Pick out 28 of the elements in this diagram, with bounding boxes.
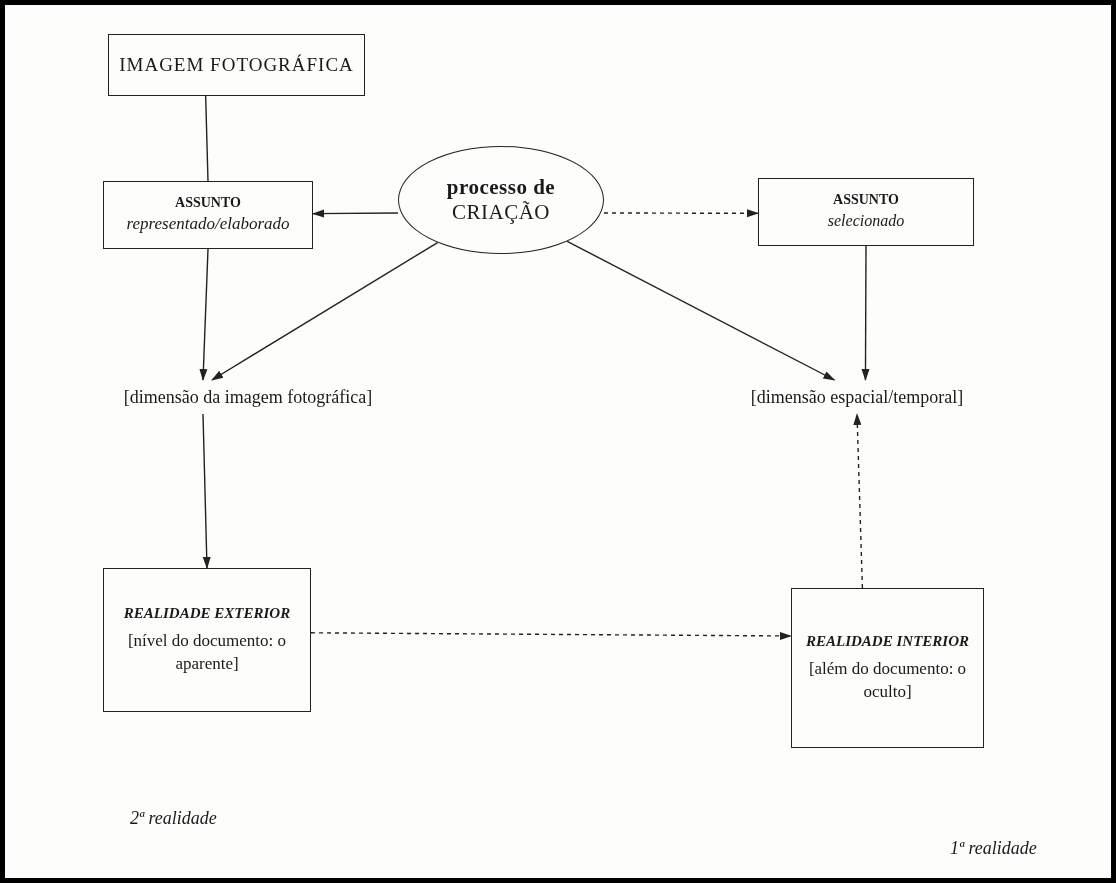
- dimension-text: [dimensão da imagem fotográfica]: [123, 386, 373, 408]
- arrow: [310, 631, 792, 640]
- node-heading: REALIDADE INTERIOR: [806, 632, 969, 650]
- process-box: [103, 181, 313, 249]
- node-description: [além do documento: o oculto]: [807, 657, 968, 703]
- arrow: [566, 240, 836, 381]
- arrow: [312, 209, 399, 218]
- arrow: [603, 209, 759, 218]
- node-description: [nível do documento: o aparente]: [126, 629, 288, 675]
- node-description: representado/elaborado: [126, 212, 290, 235]
- dimension-text: [dimensão espacial/temporal]: [750, 386, 964, 408]
- node-description: selecionado: [827, 211, 905, 232]
- node-heading: REALIDADE EXTERIOR: [123, 604, 291, 622]
- arrow: [199, 248, 209, 381]
- node-heading: processo de CRIAÇÃO: [445, 175, 557, 225]
- arrow: [211, 241, 439, 381]
- reality-label: 2ª realidade: [130, 808, 217, 829]
- node-heading: ASSUNTO: [833, 192, 899, 209]
- reality-label: 1ª realidade: [950, 838, 1037, 859]
- node-heading: IMAGEM FOTOGRÁFICA: [119, 54, 354, 76]
- process-box: [758, 178, 974, 246]
- process-box: [108, 34, 365, 96]
- arrow: [202, 413, 211, 569]
- node-heading: ASSUNTO: [175, 194, 241, 211]
- arrow: [853, 413, 864, 589]
- arrow: [861, 245, 870, 381]
- process-box: [103, 568, 311, 712]
- process-box: [791, 588, 984, 748]
